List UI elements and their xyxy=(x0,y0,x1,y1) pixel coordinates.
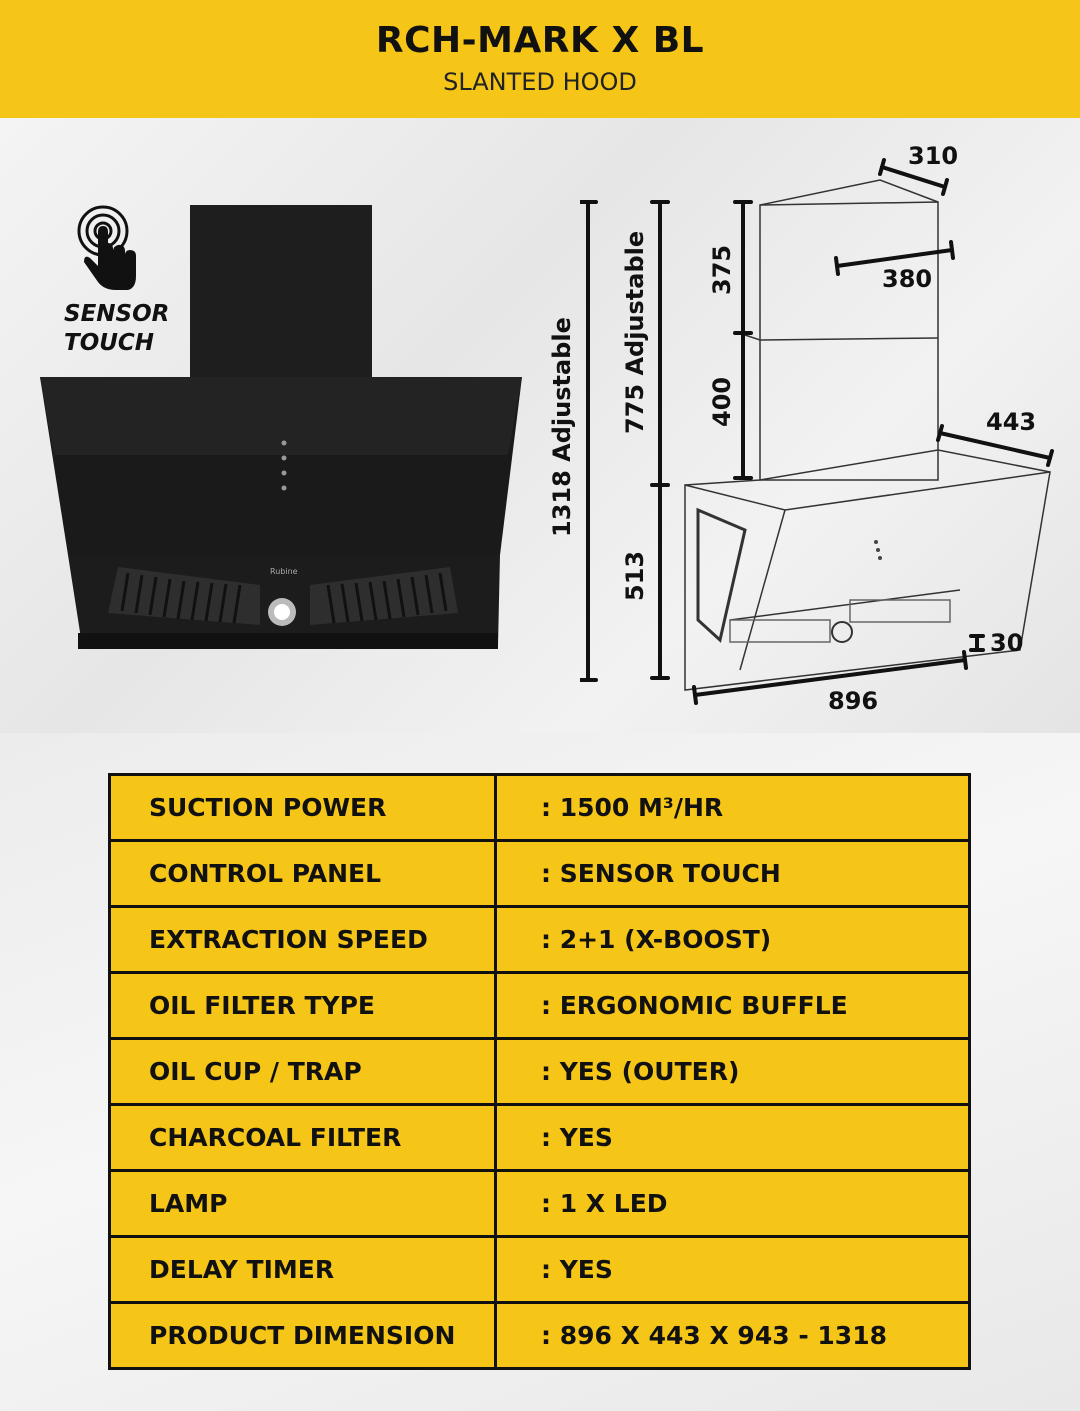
spec-value: : 896 X 443 X 943 - 1318 xyxy=(494,1301,971,1370)
table-row: SUCTION POWER: 1500 M³/HR xyxy=(108,773,971,842)
product-title: RCH-MARK X BL xyxy=(375,20,705,61)
spec-label: OIL FILTER TYPE xyxy=(108,971,497,1040)
table-row: DELAY TIMER: YES xyxy=(108,1235,971,1304)
product-subtitle: SLANTED HOOD xyxy=(443,68,637,96)
spec-value: : 2+1 (X-BOOST) xyxy=(494,905,971,974)
table-row: EXTRACTION SPEED: 2+1 (X-BOOST) xyxy=(108,905,971,974)
table-row: CONTROL PANEL: SENSOR TOUCH xyxy=(108,839,971,908)
spec-value: : YES xyxy=(494,1235,971,1304)
hood-dimension-drawing xyxy=(580,158,1054,705)
table-row: PRODUCT DIMENSION: 896 X 443 X 943 - 131… xyxy=(108,1301,971,1370)
dim-775-adjustable: 775 Adjustable xyxy=(621,230,649,434)
dim-380: 380 xyxy=(882,265,933,293)
spec-label: EXTRACTION SPEED xyxy=(108,905,497,974)
table-row: LAMP: 1 X LED xyxy=(108,1169,971,1238)
spec-label: DELAY TIMER xyxy=(108,1235,497,1304)
dim-400: 400 xyxy=(708,376,736,427)
spec-value: : YES (OUTER) xyxy=(494,1037,971,1106)
dim-310: 310 xyxy=(908,142,959,170)
table-row: OIL CUP / TRAP: YES (OUTER) xyxy=(108,1037,971,1106)
dim-896: 896 xyxy=(828,687,879,715)
dim-513: 513 xyxy=(621,550,649,601)
spec-label: LAMP xyxy=(108,1169,497,1238)
spec-value: : ERGONOMIC BUFFLE xyxy=(494,971,971,1040)
spec-value: : YES xyxy=(494,1103,971,1172)
hand-touch-icon xyxy=(77,205,136,290)
dim-375: 375 xyxy=(708,244,736,295)
brand-on-panel: Rubine xyxy=(270,567,298,576)
table-row: CHARCOAL FILTER: YES xyxy=(108,1103,971,1172)
spec-label: CONTROL PANEL xyxy=(108,839,497,908)
dim-1318-adjustable: 1318 Adjustable xyxy=(548,317,576,537)
spec-label: CHARCOAL FILTER xyxy=(108,1103,497,1172)
spec-value: : 1500 M³/HR xyxy=(494,773,971,842)
sensor-touch-label: SENSOR TOUCH xyxy=(64,301,170,356)
header-banner: RCH-MARK X BL SLANTED HOOD xyxy=(0,0,1080,118)
dim-30: 30 xyxy=(990,629,1024,657)
hood-product-image xyxy=(40,205,522,649)
table-row: OIL FILTER TYPE: ERGONOMIC BUFFLE xyxy=(108,971,971,1040)
spec-value: : 1 X LED xyxy=(494,1169,971,1238)
dim-443: 443 xyxy=(986,408,1037,436)
spec-value: : SENSOR TOUCH xyxy=(494,839,971,908)
spec-label: SUCTION POWER xyxy=(108,773,497,842)
spec-label: OIL CUP / TRAP xyxy=(108,1037,497,1106)
spec-label: PRODUCT DIMENSION xyxy=(108,1301,497,1370)
